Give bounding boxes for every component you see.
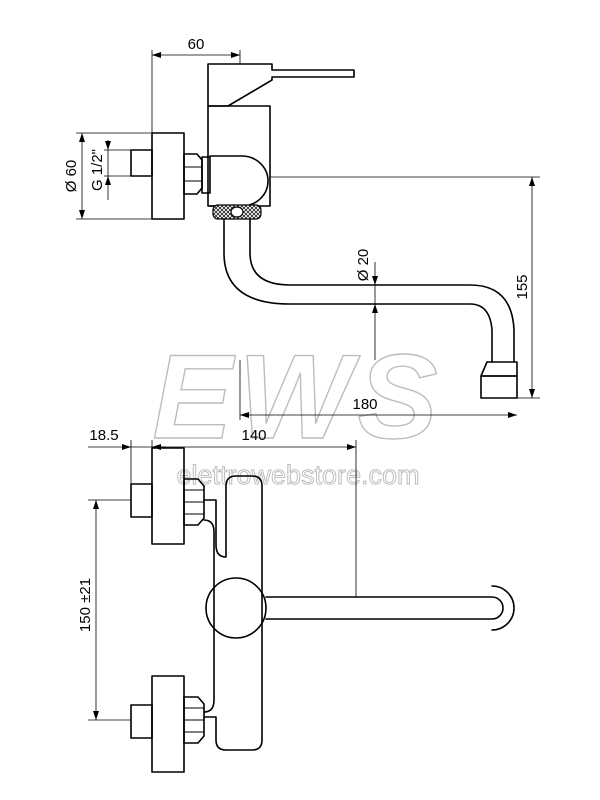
mixer-body xyxy=(203,475,263,751)
lever-knob xyxy=(205,577,267,639)
lower-nut xyxy=(183,696,205,744)
upper-inlet xyxy=(130,483,153,518)
watermark: EWS elettrowebstore.com xyxy=(152,329,443,490)
dim-centres: 150 ±21 xyxy=(77,578,94,632)
top-dimensions: 18.5 140 150 ±21 xyxy=(77,427,357,721)
top-view xyxy=(130,447,515,773)
spout-inner xyxy=(249,218,515,363)
dim-spout-height: 155 xyxy=(514,274,531,299)
dim-overall-reach: 140 xyxy=(241,427,266,444)
watermark-logo: EWS xyxy=(152,330,443,464)
lever-handle xyxy=(207,63,355,107)
dim-wall-offset: 18.5 xyxy=(89,427,118,444)
body-elbow xyxy=(209,155,269,207)
wall-flange xyxy=(151,132,185,220)
spout-outer xyxy=(223,218,493,363)
side-view xyxy=(130,63,518,399)
dim-top-width: 60 xyxy=(188,36,205,53)
dim-body-diameter: Ø 60 xyxy=(63,160,80,193)
top-spout xyxy=(265,596,504,620)
dim-thread: G 1/2" xyxy=(89,149,106,191)
hex-nut xyxy=(183,153,203,195)
connector xyxy=(201,156,211,194)
dim-spout-diameter: Ø 20 xyxy=(355,249,372,282)
aerator xyxy=(480,375,518,399)
watermark-site: elettrowebstore.com xyxy=(176,460,419,490)
lower-inlet xyxy=(130,704,153,739)
lower-flange xyxy=(151,675,185,773)
inlet-pipe xyxy=(130,149,153,177)
body-inner xyxy=(203,519,215,713)
upper-nut xyxy=(183,478,205,526)
dim-spout-reach: 180 xyxy=(352,396,377,413)
top-spout-end xyxy=(491,585,515,631)
side-dimensions: 60 Ø 60 G 1/2" 155 Ø 20 180 xyxy=(63,36,540,420)
